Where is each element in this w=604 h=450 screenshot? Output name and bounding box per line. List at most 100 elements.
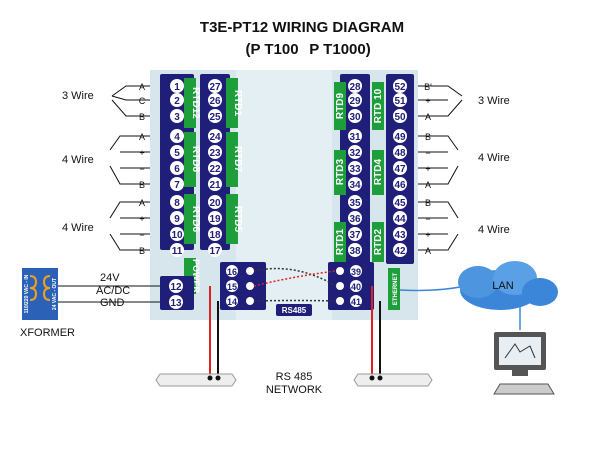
rtd4-label: RTD4 [373,159,384,186]
power-acdc-label: AC/DC [96,285,130,297]
wire-label-3-left: 3 Wire [62,90,94,102]
rs485-dotted-link-b [253,270,337,287]
terminal-17: 17 [209,246,221,257]
rtd4-bar [372,150,384,195]
wire-label-4-right-a: 4 Wire [478,152,510,164]
terminal-48: 48 [394,148,406,159]
terminal-mark: C [139,96,146,106]
terminal-mark: − [139,230,144,240]
terminal-21: 21 [209,180,221,191]
rtd5-bar [226,194,238,244]
terminal-6: 6 [174,164,180,175]
left-sensor-wiring [109,85,150,251]
terminal-30: 30 [349,112,361,123]
rtd2-bar [372,222,384,262]
rs485-left-block: 16 15 14 [220,262,266,310]
lan-cloud-icon [458,261,558,310]
wire-label-4-left-b: 4 Wire [62,222,94,234]
terminal-7: 7 [174,180,180,191]
terminal-9: 9 [174,214,180,225]
terminal-50: 50 [394,112,406,123]
rtd2-label: RTD2 [373,229,384,256]
terminal-mark: A [425,246,431,256]
terminal-mark: − [425,214,430,224]
rs485-cable-right [353,373,433,387]
terminal-mark: A [425,180,431,190]
terminal-43: 43 [394,230,406,241]
xformer-coil-icon [29,275,51,301]
power-24v-label: 24V [100,272,120,284]
terminal-mark: A [139,132,145,142]
page-title: T3E-PT12 WIRING DIAGRAM [200,19,404,36]
terminal-23: 23 [209,148,221,159]
terminal-mark: + [425,164,430,174]
wire-label-3-right: 3 Wire [478,95,510,107]
xformer-in-label: 110/220 VAC - IN [24,274,30,313]
lan-label: LAN [492,280,513,292]
rtd5-label: RTD5 [232,206,243,233]
terminal-31: 31 [349,132,361,143]
terminal-36: 36 [349,214,361,225]
power-terminals: 12 13 [160,276,194,310]
terminal-49: 49 [394,132,406,143]
terminal-34: 34 [349,180,361,191]
terminal-mark: A [425,112,431,122]
terminal-5: 5 [174,148,180,159]
xformer-label: XFORMER [20,327,75,339]
rtd1-right-label: RTD1 [335,229,346,256]
wire-label-4-left-a: 4 Wire [62,154,94,166]
rtd7-bar [226,132,238,187]
network-line2: NETWORK [266,384,323,396]
terminal-47: 47 [394,164,406,175]
terminal-mark: B [425,132,431,142]
terminal-25: 25 [209,112,221,123]
rtd7-label: RTD7 [232,146,243,173]
terminal-40: 40 [351,282,361,292]
terminal-mark: B [139,112,145,122]
terminal-mark: + [139,214,144,224]
rtd3-label: RTD3 [335,159,346,186]
terminal-35: 35 [349,198,361,209]
terminal-41: 41 [351,297,361,307]
terminal-mark: B [425,198,431,208]
terminal-38: 38 [349,246,361,257]
rs485-right-block: 39 40 41 [328,262,374,310]
terminal-29: 29 [349,96,361,107]
rs485-tag [276,304,312,316]
terminal-mark: B [139,246,145,256]
terminal-mark: − [139,164,144,174]
terminal-51: 51 [394,96,406,107]
subtitle-pt1000: P T1000) [309,41,370,58]
terminal-16: 16 [227,267,237,277]
terminal-26: 26 [209,96,221,107]
terminal-15: 15 [227,282,237,292]
terminal-1: 1 [174,82,180,93]
terminal-37: 37 [349,230,361,241]
rtd8-label: RTD8 [190,146,201,173]
computer-icon [493,332,555,395]
terminal-46: 46 [394,180,406,191]
terminal-20: 20 [209,198,221,209]
terminal-22: 22 [209,164,221,175]
terminal-39: 39 [351,267,361,277]
terminal-2: 2 [174,96,180,107]
subtitle-pt100: (P T100 [245,41,298,58]
ethernet-label: ETHERNET [393,273,399,306]
power-label: POWER [191,259,201,294]
rtd12-bar [184,78,196,128]
wire-label-4-right-b: 4 Wire [478,224,510,236]
terminal-mark: A [139,82,145,92]
terminal-mark: B [139,180,145,190]
terminal-44: 44 [394,214,406,225]
rtd6-label: RTD6 [190,206,201,233]
terminal-33: 33 [349,164,361,175]
rs485-cable-left [155,373,237,387]
terminal-32: 32 [349,148,361,159]
rs485-tag-label: RS485 [282,306,307,315]
right-sensor-wiring [418,85,463,251]
right-terminal-marks: B'+AB−+AB−+A [424,82,432,256]
